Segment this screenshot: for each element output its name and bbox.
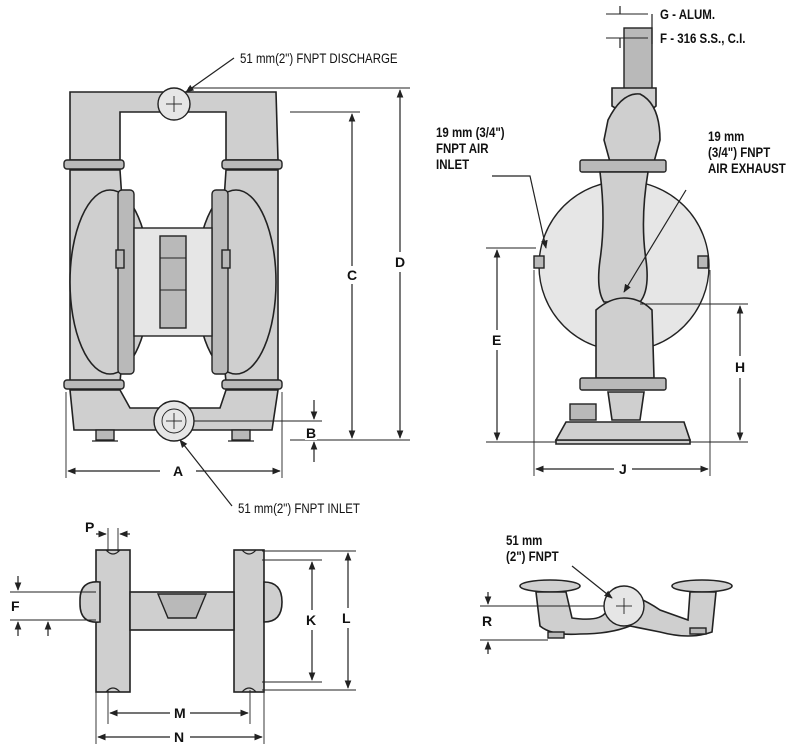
air-inlet-line-2: FNPT AIR bbox=[436, 140, 489, 156]
manifold-port-line-2: (2") FNPT bbox=[506, 548, 559, 564]
side-view bbox=[486, 6, 748, 476]
dim-e: E bbox=[491, 332, 503, 348]
dim-r: R bbox=[481, 613, 494, 629]
dim-c: C bbox=[346, 267, 359, 283]
upper-chamber bbox=[603, 93, 661, 163]
dim-b: B bbox=[305, 425, 318, 441]
dim-m: M bbox=[173, 705, 187, 721]
material-f-label: F - 316 S.S., C.I. bbox=[660, 30, 746, 46]
manifold-port-label: 51 mm (2") FNPT bbox=[506, 532, 570, 564]
air-exhaust-line-1: 19 mm bbox=[708, 128, 745, 144]
air-exhaust-label: 19 mm (3/4") FNPT AIR EXHAUST bbox=[708, 128, 803, 176]
manifold-port-line-1: 51 mm bbox=[506, 532, 543, 548]
air-inlet-line-1: 19 mm (3/4") bbox=[436, 124, 505, 140]
top-view bbox=[10, 528, 356, 744]
dim-f: F bbox=[10, 598, 21, 614]
dim-j: J bbox=[618, 461, 628, 477]
dim-a: A bbox=[172, 463, 185, 479]
dim-h: H bbox=[734, 359, 747, 375]
dim-k: K bbox=[305, 612, 318, 628]
front-view bbox=[63, 57, 410, 507]
material-g-label: G - ALUM. bbox=[660, 6, 716, 22]
dim-d: D bbox=[394, 254, 407, 270]
inlet-label: 51 mm(2") FNPT INLET bbox=[238, 500, 360, 516]
dim-l: L bbox=[341, 610, 352, 626]
dim-n: N bbox=[173, 729, 186, 745]
discharge-label: 51 mm(2") FNPT DISCHARGE bbox=[240, 50, 398, 66]
air-exhaust-line-3: AIR EXHAUST bbox=[708, 160, 786, 176]
air-inlet-line-3: INLET bbox=[436, 156, 470, 172]
dim-p: P bbox=[84, 519, 96, 535]
manifold-view bbox=[480, 565, 733, 654]
air-inlet-label: 19 mm (3/4") FNPT AIR INLET bbox=[436, 124, 520, 172]
air-exhaust-line-2: (3/4") FNPT bbox=[708, 144, 771, 160]
